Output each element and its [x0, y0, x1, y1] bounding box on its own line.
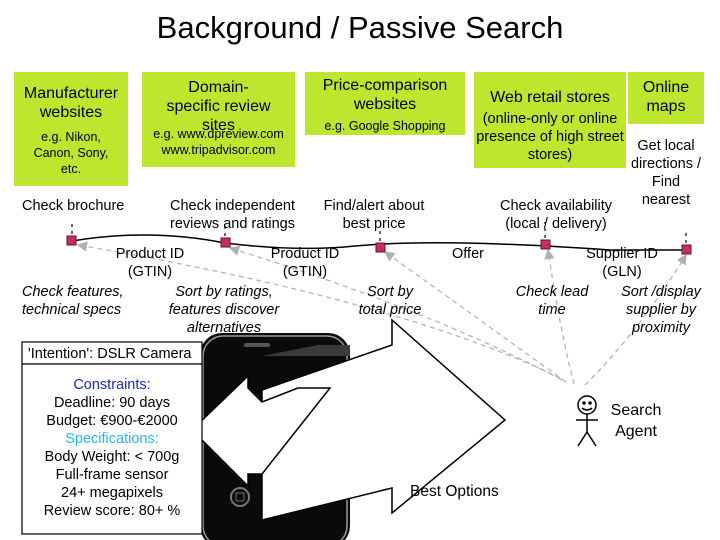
megapixels-value: 24+ megapixels — [61, 485, 163, 501]
review-title: Domain-specific review sites — [166, 79, 271, 134]
offer-label: Offer — [452, 246, 484, 262]
node-manufacturer — [66, 235, 77, 246]
product-id-label-1: Product ID (GTIN) — [115, 246, 185, 280]
maps-title: Online maps — [642, 79, 690, 115]
specifications-heading: Specifications: — [65, 431, 159, 447]
node-price — [375, 242, 386, 253]
retail-box: Web retail stores (online-only or online… — [474, 72, 626, 168]
sort-proximity-label: Sort /display supplier by proximity — [621, 284, 701, 336]
review-box: Domain-specific review sites e.g. www.dp… — [142, 72, 295, 167]
deadline-value: Deadline: 90 days — [53, 395, 171, 411]
intention-constraints: Constraints: Deadline: 90 days Budget: €… — [24, 376, 200, 520]
node-retail — [540, 239, 551, 250]
supplier-id-label: Supplier ID (GLN) — [586, 246, 658, 280]
manufacturer-example: e.g. Nikon, Canon, Sony, etc. — [33, 130, 109, 176]
retail-title: Web retail stores — [490, 89, 610, 106]
page-title: Background / Passive Search — [156, 10, 564, 45]
search-agent-icon — [576, 395, 598, 447]
check-features-label: Check features, technical specs — [22, 284, 124, 318]
check-availability-label: Check availability (local / delivery) — [499, 198, 613, 232]
review-score-value: Review score: 80+ % — [43, 503, 181, 519]
best-options-label: Best Options — [410, 483, 499, 500]
review-example: e.g. www.dpreview.com www.tripadvisor.co… — [153, 127, 284, 157]
maps-example: Get local directions / Find nearest — [630, 138, 702, 208]
retail-example: (online-only or online presence of high … — [476, 111, 624, 163]
arrow-to-phone — [190, 374, 332, 488]
lead-time-label: Check lead time — [515, 284, 589, 318]
budget-value: Budget: €900-€2000 — [46, 413, 178, 429]
product-id-label-2: Product ID (GTIN) — [270, 246, 340, 280]
maps-box: Online maps — [628, 72, 704, 124]
sensor-value: Full-frame sensor — [55, 467, 169, 483]
search-agent-label: Search Agent — [610, 402, 662, 440]
find-alert-label: Find/alert about best price — [323, 198, 425, 232]
sort-ratings-label: Sort by ratings, features discover alter… — [168, 284, 280, 336]
weight-value: Body Weight: < 700g — [44, 449, 180, 465]
price-box: Price-comparison websites e.g. Google Sh… — [305, 72, 465, 135]
manufacturer-title: Manufacturer websites — [23, 85, 119, 121]
flow-arc — [71, 234, 686, 251]
price-title: Price-comparison websites — [322, 77, 448, 113]
arrow-to-agent — [261, 318, 507, 521]
check-brochure-label: Check brochure — [22, 198, 125, 214]
node-maps — [681, 244, 692, 255]
sort-price-label: Sort by total price — [358, 284, 422, 318]
manufacturer-box: Manufacturer websites e.g. Nikon, Canon,… — [14, 72, 128, 186]
intention-label: 'Intention': DSLR Camera — [28, 346, 192, 362]
check-reviews-label: Check independent reviews and ratings — [170, 198, 295, 232]
price-example: e.g. Google Shopping — [324, 119, 446, 133]
constraints-heading: Constraints: — [73, 377, 151, 393]
node-review — [220, 237, 231, 248]
